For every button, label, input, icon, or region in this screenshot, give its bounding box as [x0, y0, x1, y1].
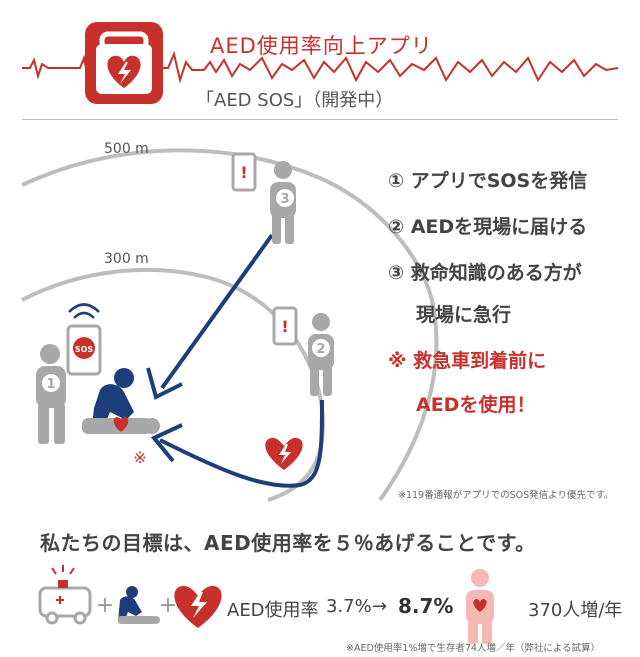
arrow-from-person-3: [160, 233, 274, 390]
sos-badge: SOS: [75, 345, 94, 354]
person-2: [272, 306, 334, 396]
person-3: [231, 152, 296, 244]
signal-waves-icon: [68, 303, 100, 319]
step-3-cont: 現場に急行: [416, 304, 512, 326]
rate-to: 8.7%: [398, 594, 454, 618]
rate-label: AED使用率: [227, 600, 319, 621]
rate-arrow: →: [372, 596, 388, 617]
aed-heart-icon-small: [174, 585, 222, 628]
person-1-badge: 1: [46, 377, 55, 392]
patient-mark: ※: [133, 448, 146, 467]
aed-heart-icon: [265, 437, 303, 470]
cpr-rescuer: [92, 368, 134, 426]
step-1: ① アプリでSOSを発信: [388, 170, 588, 192]
survivors-increase: 370人増/年: [528, 600, 623, 621]
cpr-icon: [118, 586, 160, 624]
aed-app-icon: [85, 22, 163, 104]
plus-sign-1: +: [96, 593, 114, 618]
survivor-heart-icon: [473, 599, 487, 612]
arrow-from-person-2: [159, 399, 324, 488]
phone-alert-2: !: [281, 317, 288, 336]
radius-300-label: 300 m: [104, 251, 149, 267]
person-2-badge: 2: [316, 342, 325, 357]
rate-from: 3.7%: [326, 596, 372, 617]
app-title: AED使用率向上アプリ: [210, 34, 433, 58]
ambulance-icon: [38, 565, 92, 625]
radius-500m-arc: [21, 148, 439, 502]
patient-heart-icon: [113, 417, 129, 432]
step-3: ③ 救命知識のある方が: [388, 262, 582, 284]
plus-sign-2: +: [159, 593, 177, 618]
person-1: [36, 324, 102, 444]
estimate-note: ※AED使用率1%増で生存者74人増／年（弊社による試算）: [346, 643, 601, 654]
goal-statement: 私たちの目標は、AED使用率を５％あげることです。: [40, 531, 536, 555]
phone-alert-3: !: [240, 163, 247, 182]
step-note-cont: AEDを使用！: [416, 394, 536, 416]
priority-note: ※119番通報がアプリでのSOS発信より優先です。: [398, 490, 614, 501]
step-note: ※ 救急車到着前に: [388, 350, 547, 372]
header-divider: [22, 119, 618, 120]
radius-500-label: 500 m: [104, 141, 149, 157]
person-3-badge: 3: [280, 192, 289, 207]
step-2: ② AEDを現場に届ける: [388, 216, 588, 238]
radius-300m-arc: [21, 267, 325, 502]
app-subtitle: 「AED SOS」（開発中）: [196, 90, 394, 111]
